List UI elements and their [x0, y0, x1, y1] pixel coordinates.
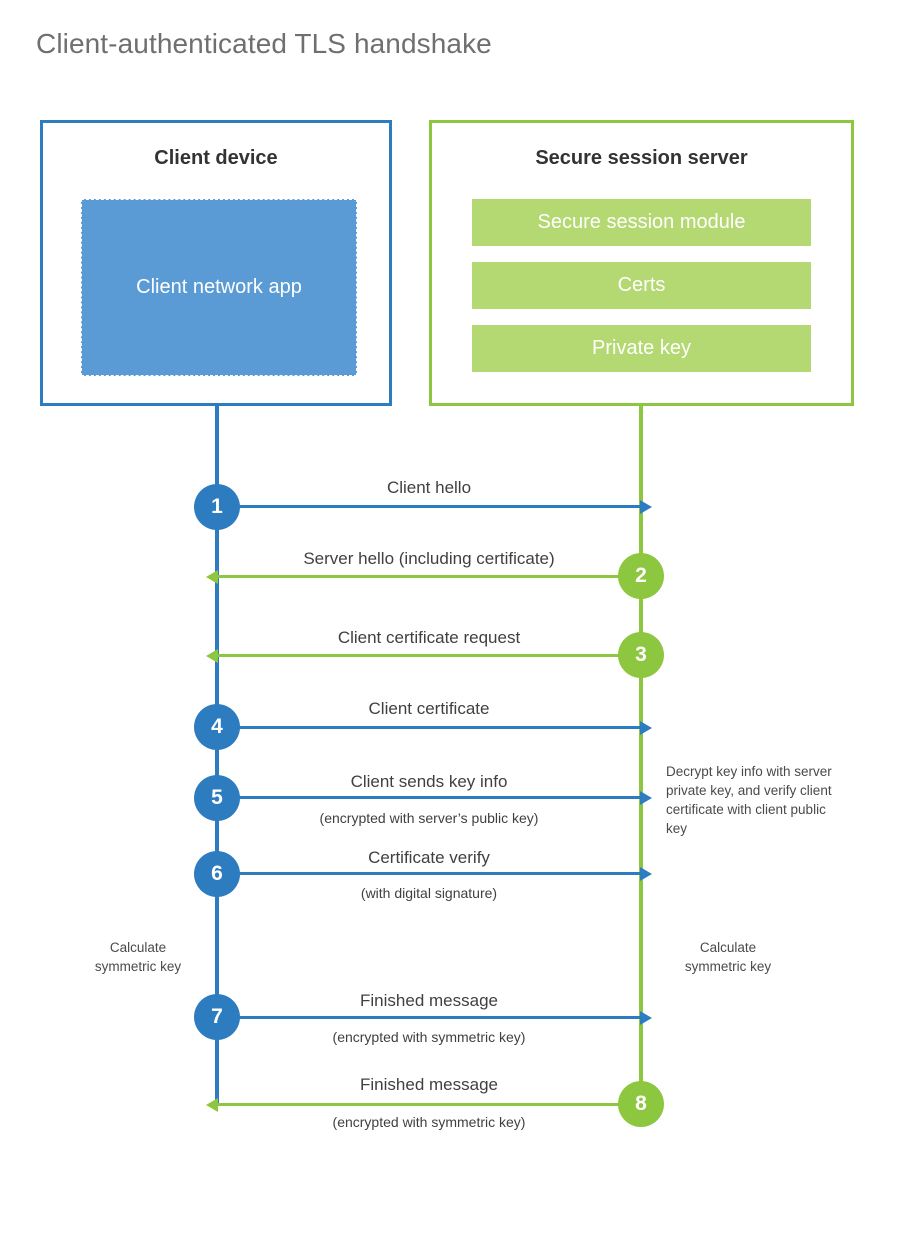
arrowhead-left-icon — [206, 569, 218, 584]
message-label-1: Client hello — [386, 478, 472, 497]
message-arrow-7 — [217, 1010, 652, 1025]
arrowhead-left-icon — [206, 648, 218, 663]
step-circle-6[interactable]: 6 — [194, 851, 240, 897]
server-block-secure-session-module: Secure session module — [472, 199, 811, 246]
note-server-calculate-symmetric-key: Calculate symmetric key — [684, 940, 772, 975]
message-arrow-2 — [206, 569, 641, 584]
step-circle-1[interactable]: 1 — [194, 484, 240, 530]
arrowhead-right-icon — [640, 866, 652, 881]
lifeline-server — [639, 406, 643, 1105]
message-arrow-3 — [206, 648, 641, 663]
message-sublabel-8: (encrypted with symmetric key) — [332, 1114, 526, 1130]
message-label-2: Server hello (including certificate) — [303, 549, 555, 568]
message-label-5: Client sends key info — [350, 772, 508, 791]
message-sublabel-5: (encrypted with server’s public key) — [319, 810, 539, 826]
lifeline-client — [215, 406, 219, 1105]
arrowhead-left-icon — [206, 1097, 218, 1112]
client-network-app-block: Client network app — [81, 199, 357, 376]
step-circle-2[interactable]: 2 — [618, 553, 664, 599]
server-block-private-key: Private key — [472, 325, 811, 372]
server-block-certs: Certs — [472, 262, 811, 309]
arrowhead-right-icon — [640, 1010, 652, 1025]
step-circle-7[interactable]: 7 — [194, 994, 240, 1040]
step-circle-3[interactable]: 3 — [618, 632, 664, 678]
message-label-8: Finished message — [360, 1075, 498, 1094]
actor-title-server: Secure session server — [535, 147, 748, 169]
message-arrow-5 — [217, 790, 652, 805]
arrowhead-right-icon — [640, 720, 652, 735]
message-arrow-1 — [217, 499, 652, 514]
arrowhead-right-icon — [640, 499, 652, 514]
note-client-calculate-symmetric-key: Calculate symmetric key — [94, 940, 182, 975]
note-server-decrypt: Decrypt key info with server private key… — [666, 764, 832, 837]
actor-title-client: Client device — [154, 147, 278, 169]
message-arrow-8 — [206, 1097, 641, 1112]
step-circle-5[interactable]: 5 — [194, 775, 240, 821]
message-label-4: Client certificate — [368, 699, 490, 718]
message-arrow-6 — [217, 866, 652, 881]
page-title: Client-authenticated TLS handshake — [36, 28, 492, 59]
step-circle-4[interactable]: 4 — [194, 704, 240, 750]
message-label-7: Finished message — [360, 991, 498, 1010]
message-sublabel-6: (with digital signature) — [360, 885, 498, 901]
arrowhead-right-icon — [640, 790, 652, 805]
message-arrow-4 — [217, 720, 652, 735]
actor-box-server: Secure session server Secure session mod… — [429, 120, 854, 406]
message-label-6: Certificate verify — [368, 848, 490, 867]
message-label-3: Client certificate request — [337, 628, 521, 647]
step-circle-8[interactable]: 8 — [618, 1081, 664, 1127]
message-sublabel-7: (encrypted with symmetric key) — [332, 1029, 526, 1045]
actor-box-client: Client device Client network app — [40, 120, 392, 406]
